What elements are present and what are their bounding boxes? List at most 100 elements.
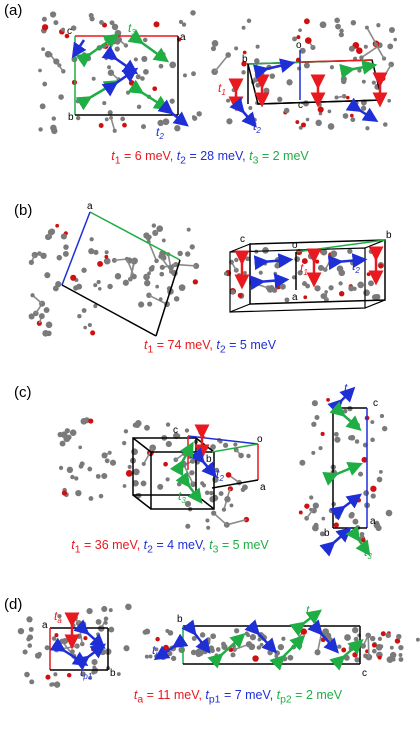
atom [378, 263, 384, 269]
atom [41, 24, 49, 31]
atom [292, 36, 298, 42]
atom [218, 439, 223, 444]
atom [398, 644, 404, 651]
atom [327, 109, 332, 114]
atom [317, 102, 322, 107]
atom [22, 649, 28, 655]
axis-label: c [173, 425, 178, 436]
atom [347, 248, 353, 254]
atom [387, 98, 392, 103]
panel-d-right-arrows [153, 609, 364, 671]
atom [103, 616, 109, 622]
atom [53, 58, 60, 65]
atom [330, 250, 338, 258]
atom [354, 439, 360, 444]
atom [299, 459, 306, 466]
atom [352, 518, 359, 525]
atom [112, 39, 117, 45]
atom [254, 58, 260, 64]
atom [136, 104, 142, 110]
atom [309, 495, 314, 500]
atom [267, 649, 273, 656]
atom [162, 118, 170, 126]
atom [321, 516, 326, 521]
atom [334, 17, 340, 24]
atom [342, 408, 348, 414]
atom [238, 452, 244, 459]
atom [318, 446, 323, 451]
atom [141, 55, 148, 63]
atom [319, 21, 327, 29]
atom [144, 654, 149, 659]
atom [191, 115, 196, 119]
atom [211, 40, 219, 47]
atom [274, 650, 281, 656]
axis-label: a [292, 292, 298, 303]
atom [241, 70, 246, 75]
atom [26, 616, 33, 623]
atom [122, 122, 127, 128]
atom [283, 107, 290, 114]
atom [104, 55, 109, 61]
atom [369, 635, 376, 642]
atom [185, 523, 191, 529]
atom [255, 44, 260, 49]
atom [385, 632, 391, 639]
axis-label: a [370, 516, 376, 527]
atom [244, 631, 249, 636]
atom [41, 16, 47, 22]
atom [387, 43, 394, 50]
atom [97, 286, 102, 291]
atom [210, 45, 217, 52]
axis-label: a [260, 482, 266, 493]
atom [44, 272, 51, 279]
atom [317, 106, 324, 113]
atom [47, 229, 55, 236]
atom [302, 100, 309, 107]
atom [338, 281, 343, 286]
atom [116, 672, 121, 677]
atom [374, 293, 381, 300]
atom [102, 101, 107, 106]
atom [240, 487, 246, 493]
atom [314, 285, 321, 292]
axis-label: b [206, 454, 212, 465]
atom [135, 74, 141, 80]
coupling-label-t1: t1 [218, 81, 226, 97]
atom [50, 124, 57, 132]
atom [151, 223, 157, 228]
atom [140, 76, 145, 81]
atom [320, 248, 328, 256]
axis-label: o [257, 434, 263, 445]
atom [363, 490, 370, 496]
atom [364, 25, 369, 30]
atom [190, 10, 196, 16]
atom [70, 474, 75, 480]
atom [144, 279, 151, 287]
atom [109, 459, 117, 466]
atom [348, 45, 355, 52]
panel-label-a: (a) [4, 2, 23, 19]
atom [313, 522, 319, 528]
atom [396, 633, 402, 640]
atom [215, 647, 221, 652]
atom [189, 458, 196, 464]
panel-b-right-arrows [234, 246, 384, 291]
atom [385, 509, 393, 517]
axis-label: c [298, 100, 303, 111]
atom [305, 283, 311, 289]
coupling-label-tp1: tp1 [80, 665, 92, 681]
atom [26, 636, 31, 642]
atom [45, 674, 51, 680]
atom [46, 330, 52, 337]
atom [336, 265, 344, 273]
atom [156, 225, 164, 233]
atom [53, 672, 58, 677]
atom [104, 458, 110, 464]
atom [337, 510, 341, 515]
atom [63, 244, 69, 250]
atom [111, 23, 119, 31]
atom [226, 118, 233, 125]
atom [103, 620, 108, 625]
